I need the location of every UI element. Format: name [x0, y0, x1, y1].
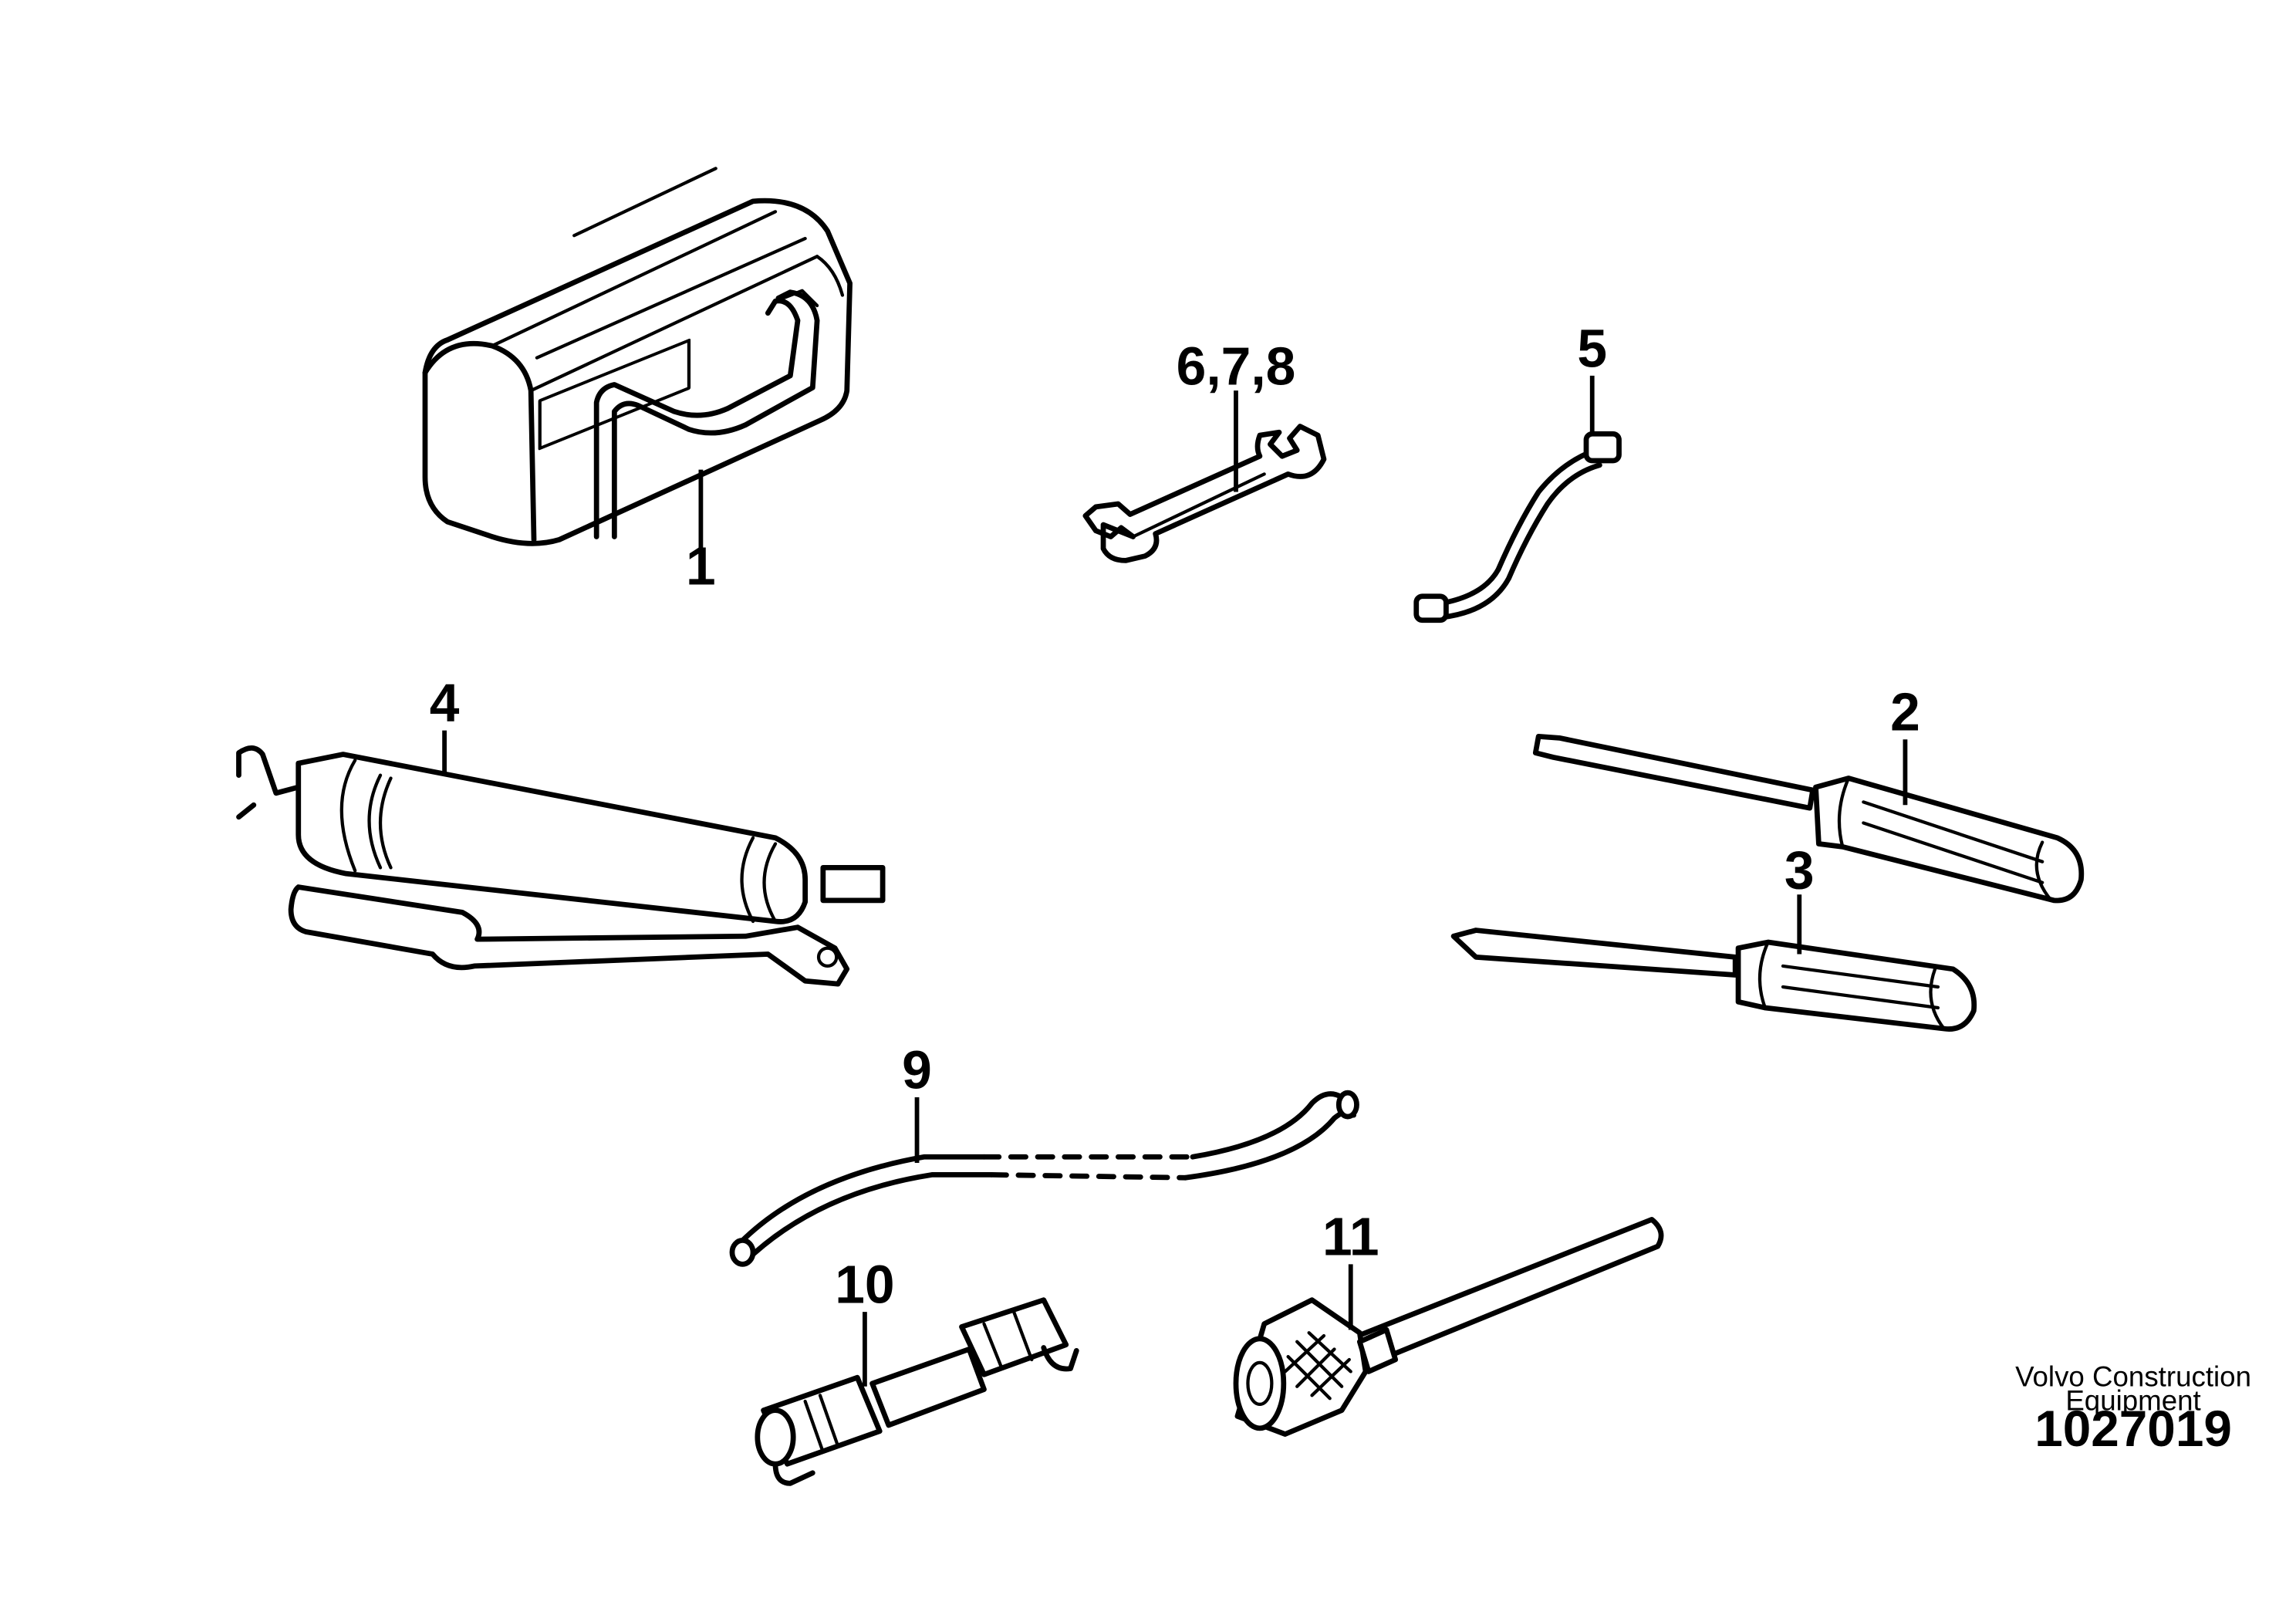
- illustration-number: 1027019: [2034, 1401, 2232, 1457]
- hose-drawing[interactable]: [729, 1090, 1359, 1267]
- callout-5[interactable]: 5: [1577, 318, 1607, 378]
- grease-coupling-drawing[interactable]: [755, 1297, 1079, 1486]
- callout-4[interactable]: 4: [430, 673, 460, 733]
- phillips-screwdriver-drawing[interactable]: [1450, 928, 1977, 1032]
- tool-bag-drawing[interactable]: [422, 167, 853, 546]
- grease-gun-drawing[interactable]: [236, 745, 886, 987]
- callout-11[interactable]: 11: [1322, 1207, 1379, 1267]
- open-end-wrench-drawing[interactable]: [1082, 424, 1327, 563]
- grease-nozzle-drawing[interactable]: [1233, 1216, 1664, 1437]
- grease-nipple-extension-drawing[interactable]: [1413, 431, 1622, 623]
- brand-line-2: Equipment: [2065, 1385, 2200, 1417]
- flat-screwdriver-drawing[interactable]: [1532, 734, 2085, 904]
- callout-1[interactable]: 1: [686, 536, 716, 596]
- callout-2[interactable]: 2: [1890, 682, 1920, 742]
- callout-10[interactable]: 10: [835, 1255, 894, 1315]
- callout-678[interactable]: 6,7,8: [1177, 336, 1296, 396]
- callout-9[interactable]: 9: [902, 1039, 932, 1100]
- brand-line-1: Volvo Construction: [2015, 1361, 2251, 1393]
- callout-3[interactable]: 3: [1784, 840, 1815, 900]
